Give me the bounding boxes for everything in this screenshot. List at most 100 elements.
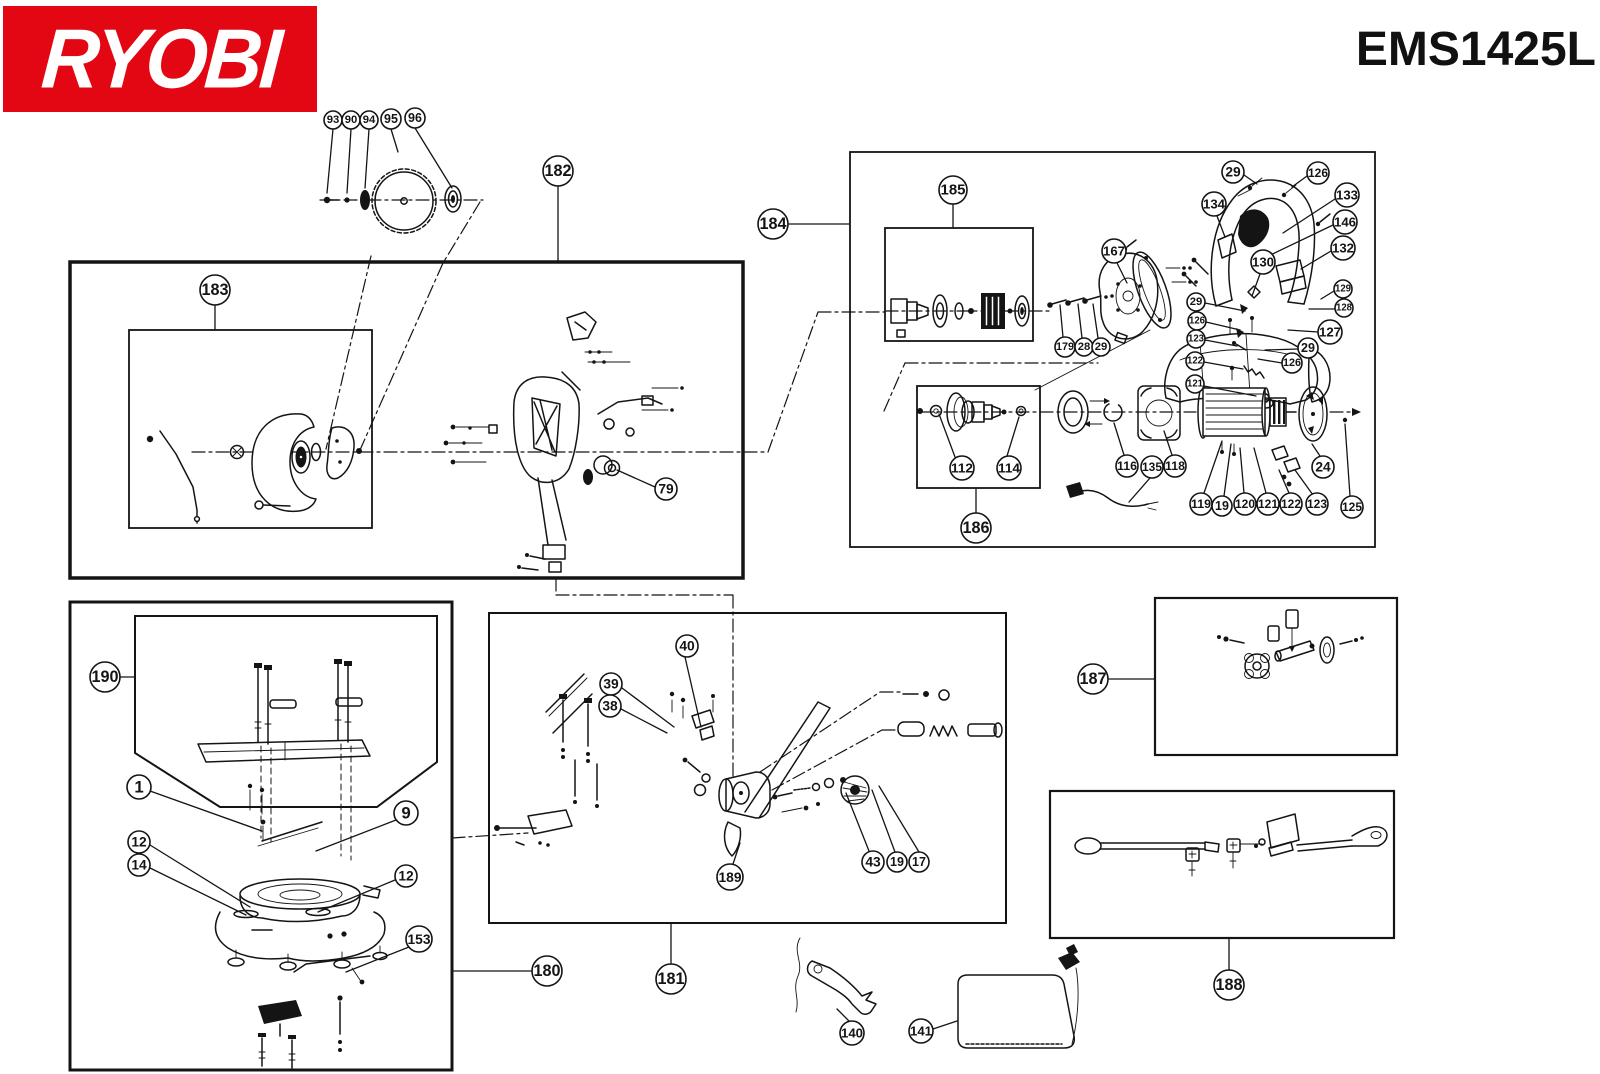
callout-1[interactable]: 1: [126, 774, 263, 832]
group-box-187: [1153, 596, 1399, 757]
svg-text:12: 12: [398, 869, 414, 884]
callout-133[interactable]: 133: [1282, 182, 1360, 234]
svg-text:29: 29: [1095, 341, 1108, 353]
callout-19[interactable]: 19: [871, 789, 908, 873]
callout-190[interactable]: 190: [89, 661, 135, 693]
callout-182[interactable]: 182: [542, 155, 574, 262]
svg-text:112: 112: [951, 461, 973, 476]
svg-text:19: 19: [890, 855, 904, 869]
callout-126[interactable]: 126: [1257, 352, 1303, 374]
callout-128[interactable]: 128: [1308, 298, 1354, 318]
callout-40[interactable]: 40: [675, 634, 702, 728]
base-group-180: [197, 659, 388, 1069]
svg-text:119: 119: [1191, 497, 1211, 511]
svg-text:121: 121: [1258, 497, 1278, 511]
callout-79[interactable]: 79: [616, 469, 678, 501]
callout-38[interactable]: 38: [598, 694, 668, 734]
callout-9[interactable]: 9: [315, 800, 419, 852]
svg-text:120: 120: [1235, 497, 1255, 511]
svg-text:125: 125: [1342, 500, 1362, 514]
callout-130[interactable]: 130: [1250, 249, 1276, 297]
callout-90[interactable]: 90: [341, 110, 361, 194]
svg-text:29: 29: [1190, 296, 1203, 308]
callout-186[interactable]: 186: [960, 488, 992, 544]
callout-125[interactable]: 125: [1340, 423, 1364, 519]
svg-text:179: 179: [1056, 341, 1074, 353]
callout-112[interactable]: 112: [938, 413, 975, 481]
callout-43[interactable]: 43: [845, 792, 885, 874]
svg-text:140: 140: [841, 1026, 863, 1041]
blade-wrench-140: [795, 937, 877, 1015]
callout-129[interactable]: 129: [1320, 279, 1353, 300]
group-box-180: [68, 600, 454, 1072]
callout-96[interactable]: 96: [404, 107, 453, 189]
callout-135[interactable]: 135: [1128, 455, 1164, 503]
callout-179[interactable]: 179: [1054, 304, 1076, 358]
callout-119[interactable]: 119: [1189, 440, 1223, 516]
svg-text:29: 29: [1301, 341, 1315, 355]
callout-95[interactable]: 95: [380, 108, 402, 153]
center-lines: [191, 199, 1361, 839]
svg-text:29: 29: [1225, 165, 1241, 180]
callout-121[interactable]: 121: [1253, 447, 1280, 516]
callout-126[interactable]: 126: [1187, 311, 1241, 331]
callout-114[interactable]: 114: [996, 416, 1022, 481]
callout-180[interactable]: 180: [452, 955, 563, 987]
svg-text:180: 180: [534, 962, 561, 980]
svg-text:96: 96: [408, 111, 422, 125]
callout-123[interactable]: 123: [1294, 469, 1329, 516]
callout-123[interactable]: 123: [1186, 329, 1238, 349]
callout-116[interactable]: 116: [1113, 422, 1139, 478]
pivot-group-181: [494, 673, 1003, 857]
callout-189[interactable]: 189: [716, 842, 744, 891]
callout-120[interactable]: 120: [1233, 447, 1257, 516]
svg-text:39: 39: [603, 677, 619, 692]
callout-187[interactable]: 187: [1077, 663, 1155, 695]
callout-94[interactable]: 94: [359, 110, 379, 189]
callout-29[interactable]: 29: [1186, 292, 1246, 312]
callout-118[interactable]: 118: [1163, 430, 1187, 478]
svg-text:189: 189: [719, 869, 742, 885]
svg-text:93: 93: [327, 114, 340, 126]
callout-184[interactable]: 184: [757, 208, 850, 240]
callout-29[interactable]: 29: [1091, 303, 1111, 357]
callout-140[interactable]: 140: [836, 1008, 865, 1046]
callout-19[interactable]: 19: [1211, 443, 1233, 517]
svg-text:14: 14: [131, 858, 147, 873]
callout-14[interactable]: 14: [127, 853, 247, 916]
callout-181[interactable]: 181: [655, 923, 687, 995]
callout-29[interactable]: 29: [1264, 337, 1319, 359]
svg-text:94: 94: [363, 114, 376, 126]
callout-121[interactable]: 121: [1185, 374, 1257, 397]
callout-28[interactable]: 28: [1074, 303, 1094, 357]
callout-122[interactable]: 122: [1278, 469, 1303, 516]
svg-text:167: 167: [1103, 244, 1125, 259]
callout-146[interactable]: 146: [1261, 209, 1358, 260]
callout-188[interactable]: 188: [1213, 938, 1245, 1001]
svg-text:90: 90: [345, 114, 358, 126]
callout-167[interactable]: 167: [1101, 238, 1128, 284]
spindle-group-185: [890, 293, 1030, 338]
callout-185[interactable]: 185: [938, 175, 968, 228]
callout-127[interactable]: 127: [1287, 319, 1343, 345]
callout-93[interactable]: 93: [323, 110, 343, 194]
callout-126[interactable]: 126: [1291, 161, 1330, 188]
callout-153[interactable]: 153: [345, 925, 433, 973]
callout-132[interactable]: 132: [1300, 235, 1356, 270]
svg-text:130: 130: [1252, 255, 1274, 270]
callout-24[interactable]: 24: [1311, 443, 1335, 479]
blade-assembly: [323, 168, 462, 234]
callout-183[interactable]: 183: [199, 274, 231, 330]
svg-text:38: 38: [602, 699, 618, 714]
callout-134[interactable]: 134: [1201, 191, 1227, 238]
callout-141[interactable]: 141: [908, 1018, 958, 1044]
callout-122[interactable]: 122: [1185, 351, 1244, 371]
callout-12[interactable]: 12: [127, 830, 251, 908]
svg-text:184: 184: [760, 215, 787, 233]
callout-12[interactable]: 12: [317, 864, 418, 913]
callout-39[interactable]: 39: [599, 672, 675, 728]
svg-text:190: 190: [92, 668, 119, 686]
callout-29[interactable]: 29: [1221, 160, 1258, 185]
callout-17[interactable]: 17: [878, 785, 930, 873]
